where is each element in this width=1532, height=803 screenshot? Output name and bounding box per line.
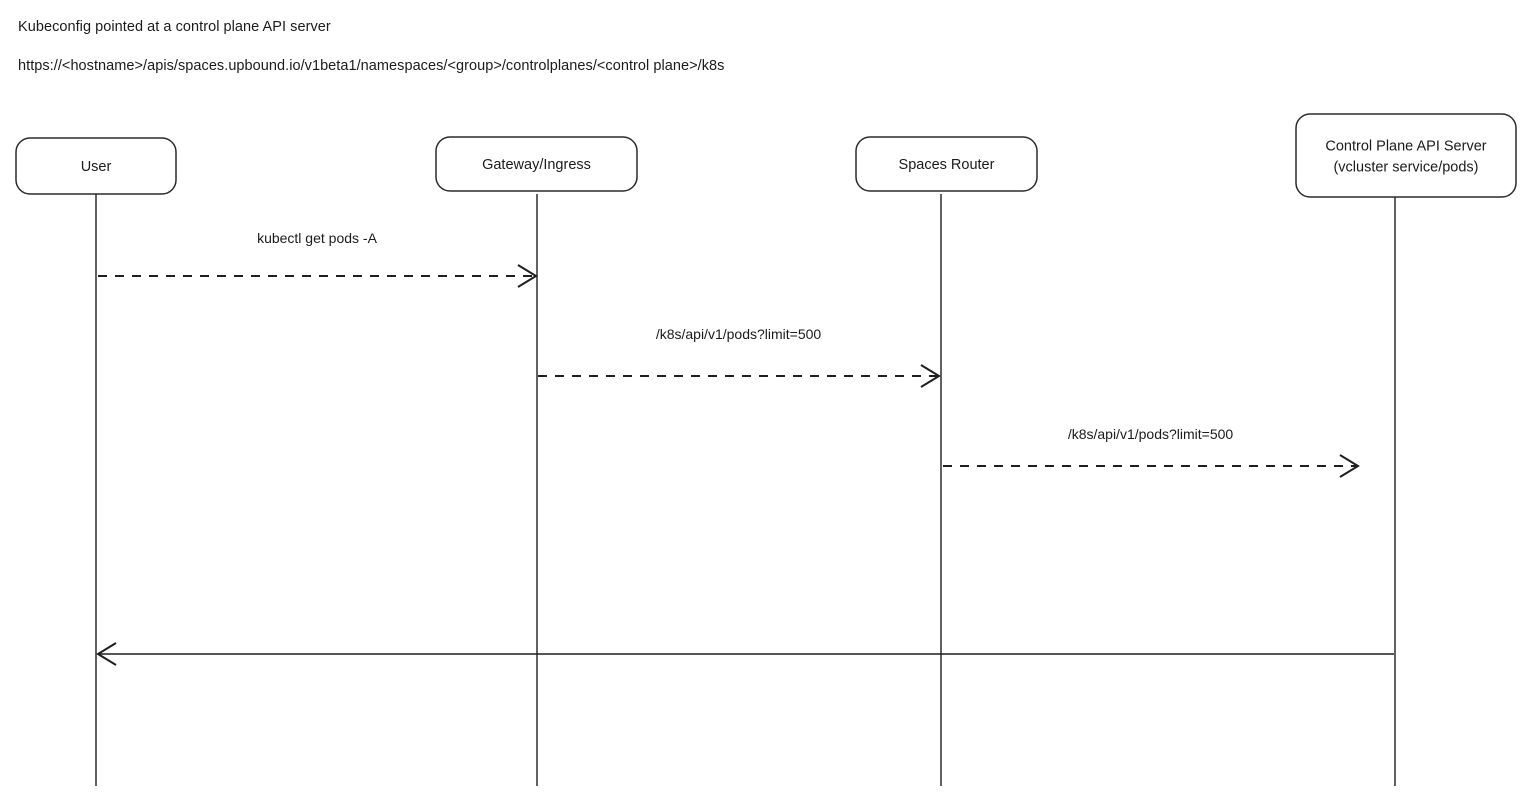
participant-gateway[interactable]: Gateway/Ingress [435,136,638,192]
participant-box-user [15,137,177,195]
participant-label-gateway: Gateway/Ingress [482,157,591,173]
participant-box-router [855,136,1038,192]
message-arrowhead-m4 [96,642,117,666]
message-label-m3: /k8s/api/v1/pods?limit=500 [1068,426,1234,442]
lifelines-group [95,194,1396,786]
message-m3[interactable]: /k8s/api/v1/pods?limit=500 [943,426,1360,478]
participant-sublabel-apiserver: (vcluster service/pods) [1333,159,1478,175]
participant-label-router: Spaces Router [899,157,995,173]
message-label-m2: /k8s/api/v1/pods?limit=500 [656,326,822,342]
participant-user[interactable]: User [15,137,177,195]
message-arrowhead-m3 [1339,454,1360,478]
participant-label-apiserver: Control Plane API Server [1325,138,1486,154]
message-label-m1: kubectl get pods -A [257,230,378,246]
messages-group: kubectl get pods -A/k8s/api/v1/pods?limi… [96,230,1394,666]
participant-label-user: User [81,159,112,175]
message-arrowhead-m2 [920,364,941,388]
participant-router[interactable]: Spaces Router [855,136,1038,192]
message-arrowhead-m1 [517,264,538,288]
actors-group: User Gateway/Ingress Spaces Router Control … [15,113,1517,198]
message-m1[interactable]: kubectl get pods -A [98,230,538,288]
message-m2[interactable]: /k8s/api/v1/pods?limit=500 [538,326,941,388]
participant-apiserver[interactable]: Control Plane API Server (vcluster servic… [1295,113,1517,198]
message-m4[interactable] [96,642,1394,666]
participant-box-gateway [435,136,638,192]
participant-box-apiserver [1295,113,1517,198]
header-title: Kubeconfig pointed at a control plane AP… [18,19,331,35]
header-url: https://<hostname>/apis/spaces.upbound.i… [18,58,725,74]
